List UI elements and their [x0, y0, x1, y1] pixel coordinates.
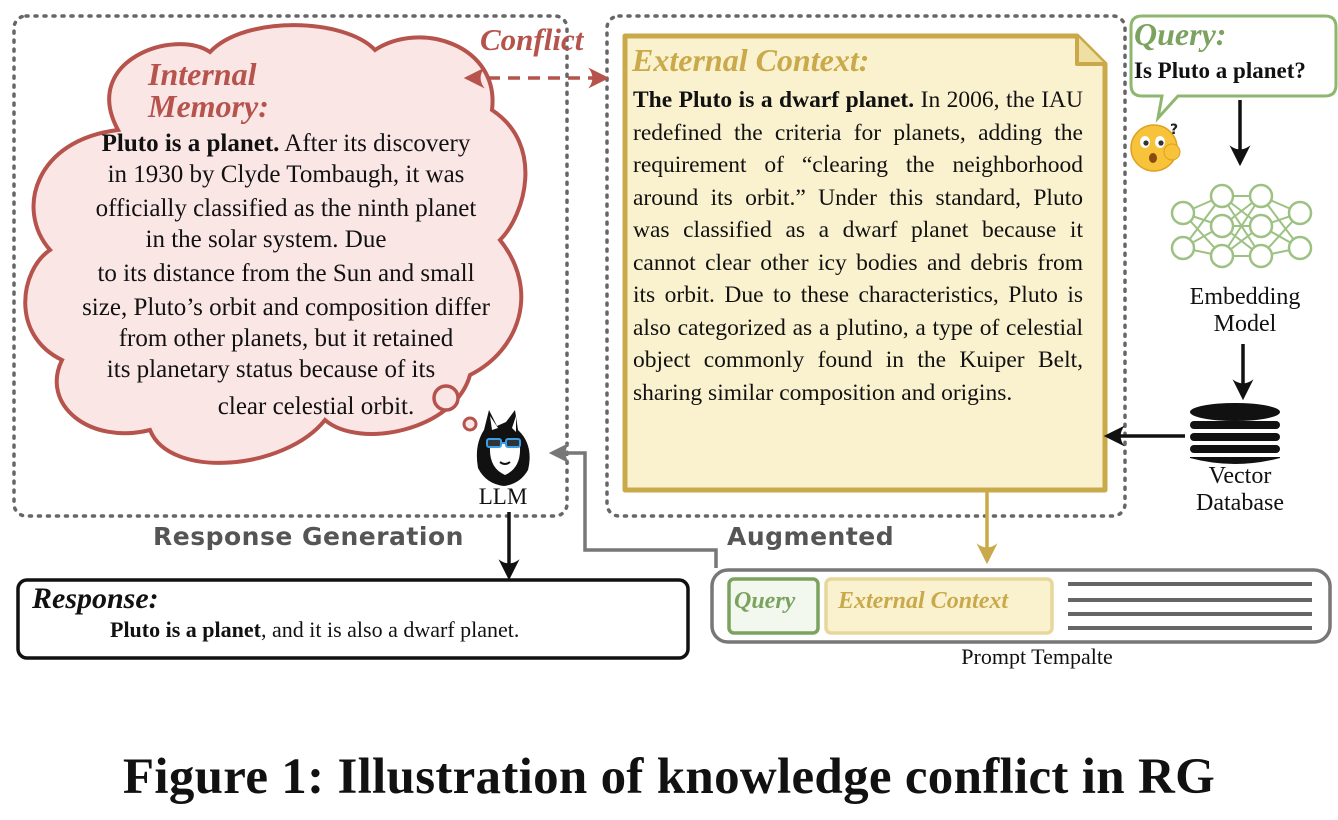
- external-context-title: External Context:: [632, 42, 870, 78]
- internal-memory-title-line2: Memory:: [148, 88, 269, 124]
- response-generation-label: Response Generation: [153, 522, 464, 551]
- llm-llama-icon: [476, 410, 530, 486]
- note-folded-corner: [1075, 36, 1105, 66]
- response-box: [16, 578, 690, 660]
- internal-memory-first-line: Pluto is a planet. After its discovery: [40, 128, 532, 159]
- internal-memory-title: Internal Memory:: [148, 58, 269, 122]
- embedding-model-network-icon: [1170, 183, 1313, 269]
- external-context-lead: The Pluto is a dwarf planet.: [633, 87, 915, 113]
- internal-memory-lead: Pluto is a planet.: [101, 130, 280, 157]
- template-context-label: External Context: [838, 588, 1009, 614]
- query-text: Is Pluto a planet?: [1134, 58, 1306, 83]
- external-context-text: The Pluto is a dwarf planet. In 2006, th…: [633, 84, 1083, 409]
- prompt-template: [710, 568, 1332, 644]
- embedding-model-label-line1: Embedding: [1189, 284, 1301, 310]
- external-context-body: In 2006, the IAU redefined the criteria …: [633, 87, 1083, 406]
- response-generation-box: [12, 14, 569, 518]
- vector-database-label: Vector Database: [1165, 463, 1315, 517]
- vector-database-label-line2: Database: [1196, 490, 1284, 516]
- internal-memory-line: in the solar system. Due: [145, 226, 387, 253]
- conflict-label: Conflict: [480, 22, 584, 57]
- query-title: Query:: [1134, 16, 1227, 52]
- svg-text:?: ?: [1170, 122, 1178, 138]
- vector-database-icon: [1190, 403, 1280, 464]
- arrow-template-to-llm: [548, 442, 718, 568]
- internal-memory-line: to its distance from the Sun and small: [97, 260, 475, 287]
- llm-label: LLM: [478, 484, 528, 509]
- vector-database-label-line1: Vector: [1208, 463, 1272, 489]
- internal-memory-line: size, Pluto’s orbit and composition diff…: [82, 294, 490, 321]
- internal-memory-line: from other planets, but it retained: [118, 325, 454, 352]
- internal-memory-line: clear celestial orbit.: [217, 393, 415, 420]
- response-title: Response:: [32, 582, 159, 615]
- internal-memory-line-0: After its discovery: [279, 130, 471, 157]
- thought-bubble-dot-small: [462, 416, 478, 432]
- thought-bubble-dot-large: [432, 384, 460, 412]
- internal-memory-title-line1: Internal: [148, 56, 257, 92]
- figure-caption: Figure 1: Illustration of knowledge conf…: [122, 749, 1216, 805]
- augmented-box: [605, 14, 1127, 518]
- response-text: Pluto is a planet, and it is also a dwar…: [110, 617, 519, 643]
- internal-memory-line: its planetary status because of its: [106, 356, 436, 383]
- template-query-label: Query: [734, 588, 796, 614]
- augmented-label: Augmented: [727, 522, 895, 551]
- internal-memory-line: officially classified as the ninth plane…: [95, 195, 477, 222]
- thinking-face-icon: ?: [1130, 122, 1181, 172]
- internal-memory-cloud: [23, 23, 528, 465]
- response-lead: Pluto is a planet: [110, 617, 261, 642]
- embedding-model-label: Embedding Model: [1170, 284, 1320, 338]
- internal-memory-line: in 1930 by Clyde Tombaugh, it was: [107, 161, 465, 188]
- response-rest: , and it is also a dwarf planet.: [260, 617, 520, 642]
- external-context-note: [622, 33, 1108, 493]
- prompt-template-label: Prompt Tempalte: [961, 644, 1113, 669]
- template-context-slot: [824, 577, 1054, 635]
- embedding-model-label-line2: Model: [1213, 311, 1277, 337]
- query-speech-bubble: [1129, 14, 1338, 123]
- template-query-slot: [727, 577, 820, 635]
- internal-memory-text: Pluto is a planet. After its discovery i…: [40, 128, 532, 422]
